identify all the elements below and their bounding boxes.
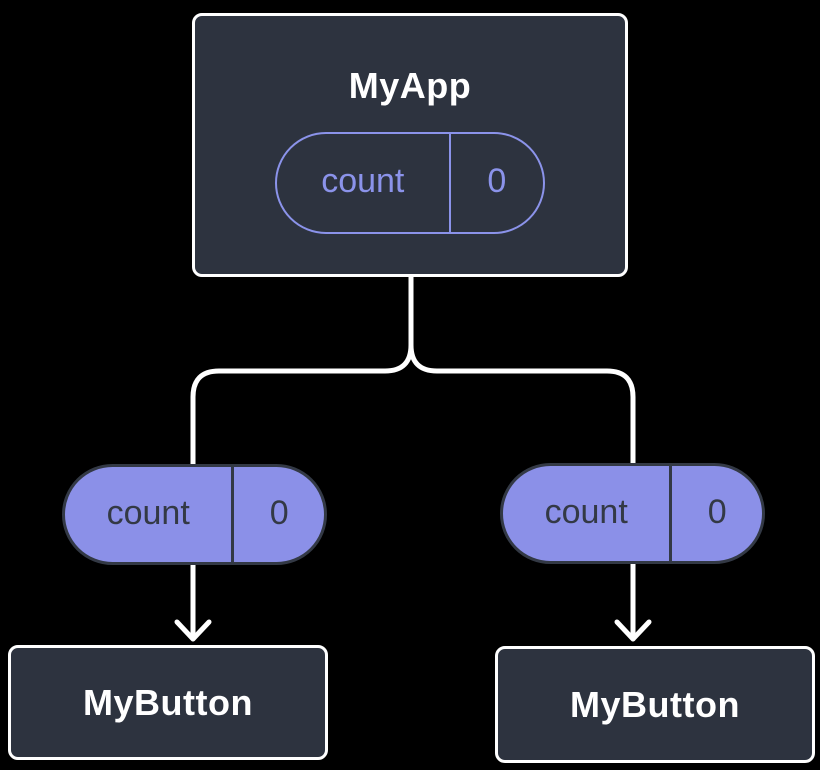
state-pill-root: count 0 xyxy=(275,132,545,234)
arrowhead-down-left-icon xyxy=(174,619,212,642)
component-title-mybutton-right: MyButton xyxy=(570,683,740,725)
arrowhead-down-right-icon xyxy=(614,619,652,642)
branch-line-right xyxy=(408,274,636,464)
component-box-myapp: MyApp count 0 xyxy=(192,13,628,277)
state-value-cell: 0 xyxy=(672,466,762,561)
state-name-label: count xyxy=(544,492,628,531)
component-box-mybutton-right: MyButton xyxy=(495,646,815,763)
state-name-cell: count xyxy=(277,134,451,232)
state-value-label: 0 xyxy=(487,162,507,200)
state-name-label: count xyxy=(106,493,190,532)
state-value-cell: 0 xyxy=(451,134,543,232)
state-pill-right-child: count 0 xyxy=(500,463,765,564)
state-pill-left-child: count 0 xyxy=(62,464,327,565)
state-name-cell: count xyxy=(65,467,235,562)
branch-line-left xyxy=(190,274,414,464)
component-box-mybutton-left: MyButton xyxy=(8,645,328,760)
state-value-label: 0 xyxy=(269,493,289,532)
component-title-mybutton-left: MyButton xyxy=(83,681,253,723)
state-value-cell: 0 xyxy=(234,467,324,562)
state-value-label: 0 xyxy=(707,492,727,531)
state-name-label: count xyxy=(321,162,405,200)
state-name-cell: count xyxy=(503,466,673,561)
component-title-myapp: MyApp xyxy=(348,65,472,106)
